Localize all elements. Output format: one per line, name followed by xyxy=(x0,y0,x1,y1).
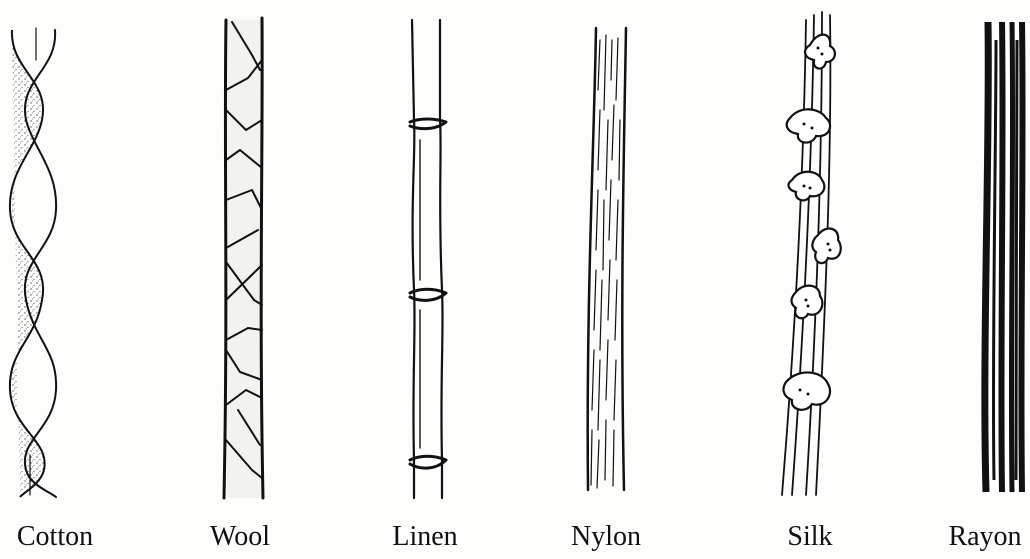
nylon-fiber-drawing xyxy=(588,28,626,490)
linen-label: Linen xyxy=(392,523,457,551)
rayon-fiber-drawing xyxy=(985,20,1030,495)
cotton-fiber-drawing xyxy=(10,28,56,497)
wool-fiber-drawing xyxy=(224,18,263,498)
cotton-label: Cotton xyxy=(17,523,93,551)
nylon-label: Nylon xyxy=(571,523,641,551)
rayon-label: Rayon xyxy=(948,523,1021,551)
wool-label: Wool xyxy=(210,523,270,551)
silk-fiber-drawing xyxy=(782,12,841,495)
linen-fiber-drawing xyxy=(410,20,446,498)
silk-label: Silk xyxy=(787,523,832,551)
